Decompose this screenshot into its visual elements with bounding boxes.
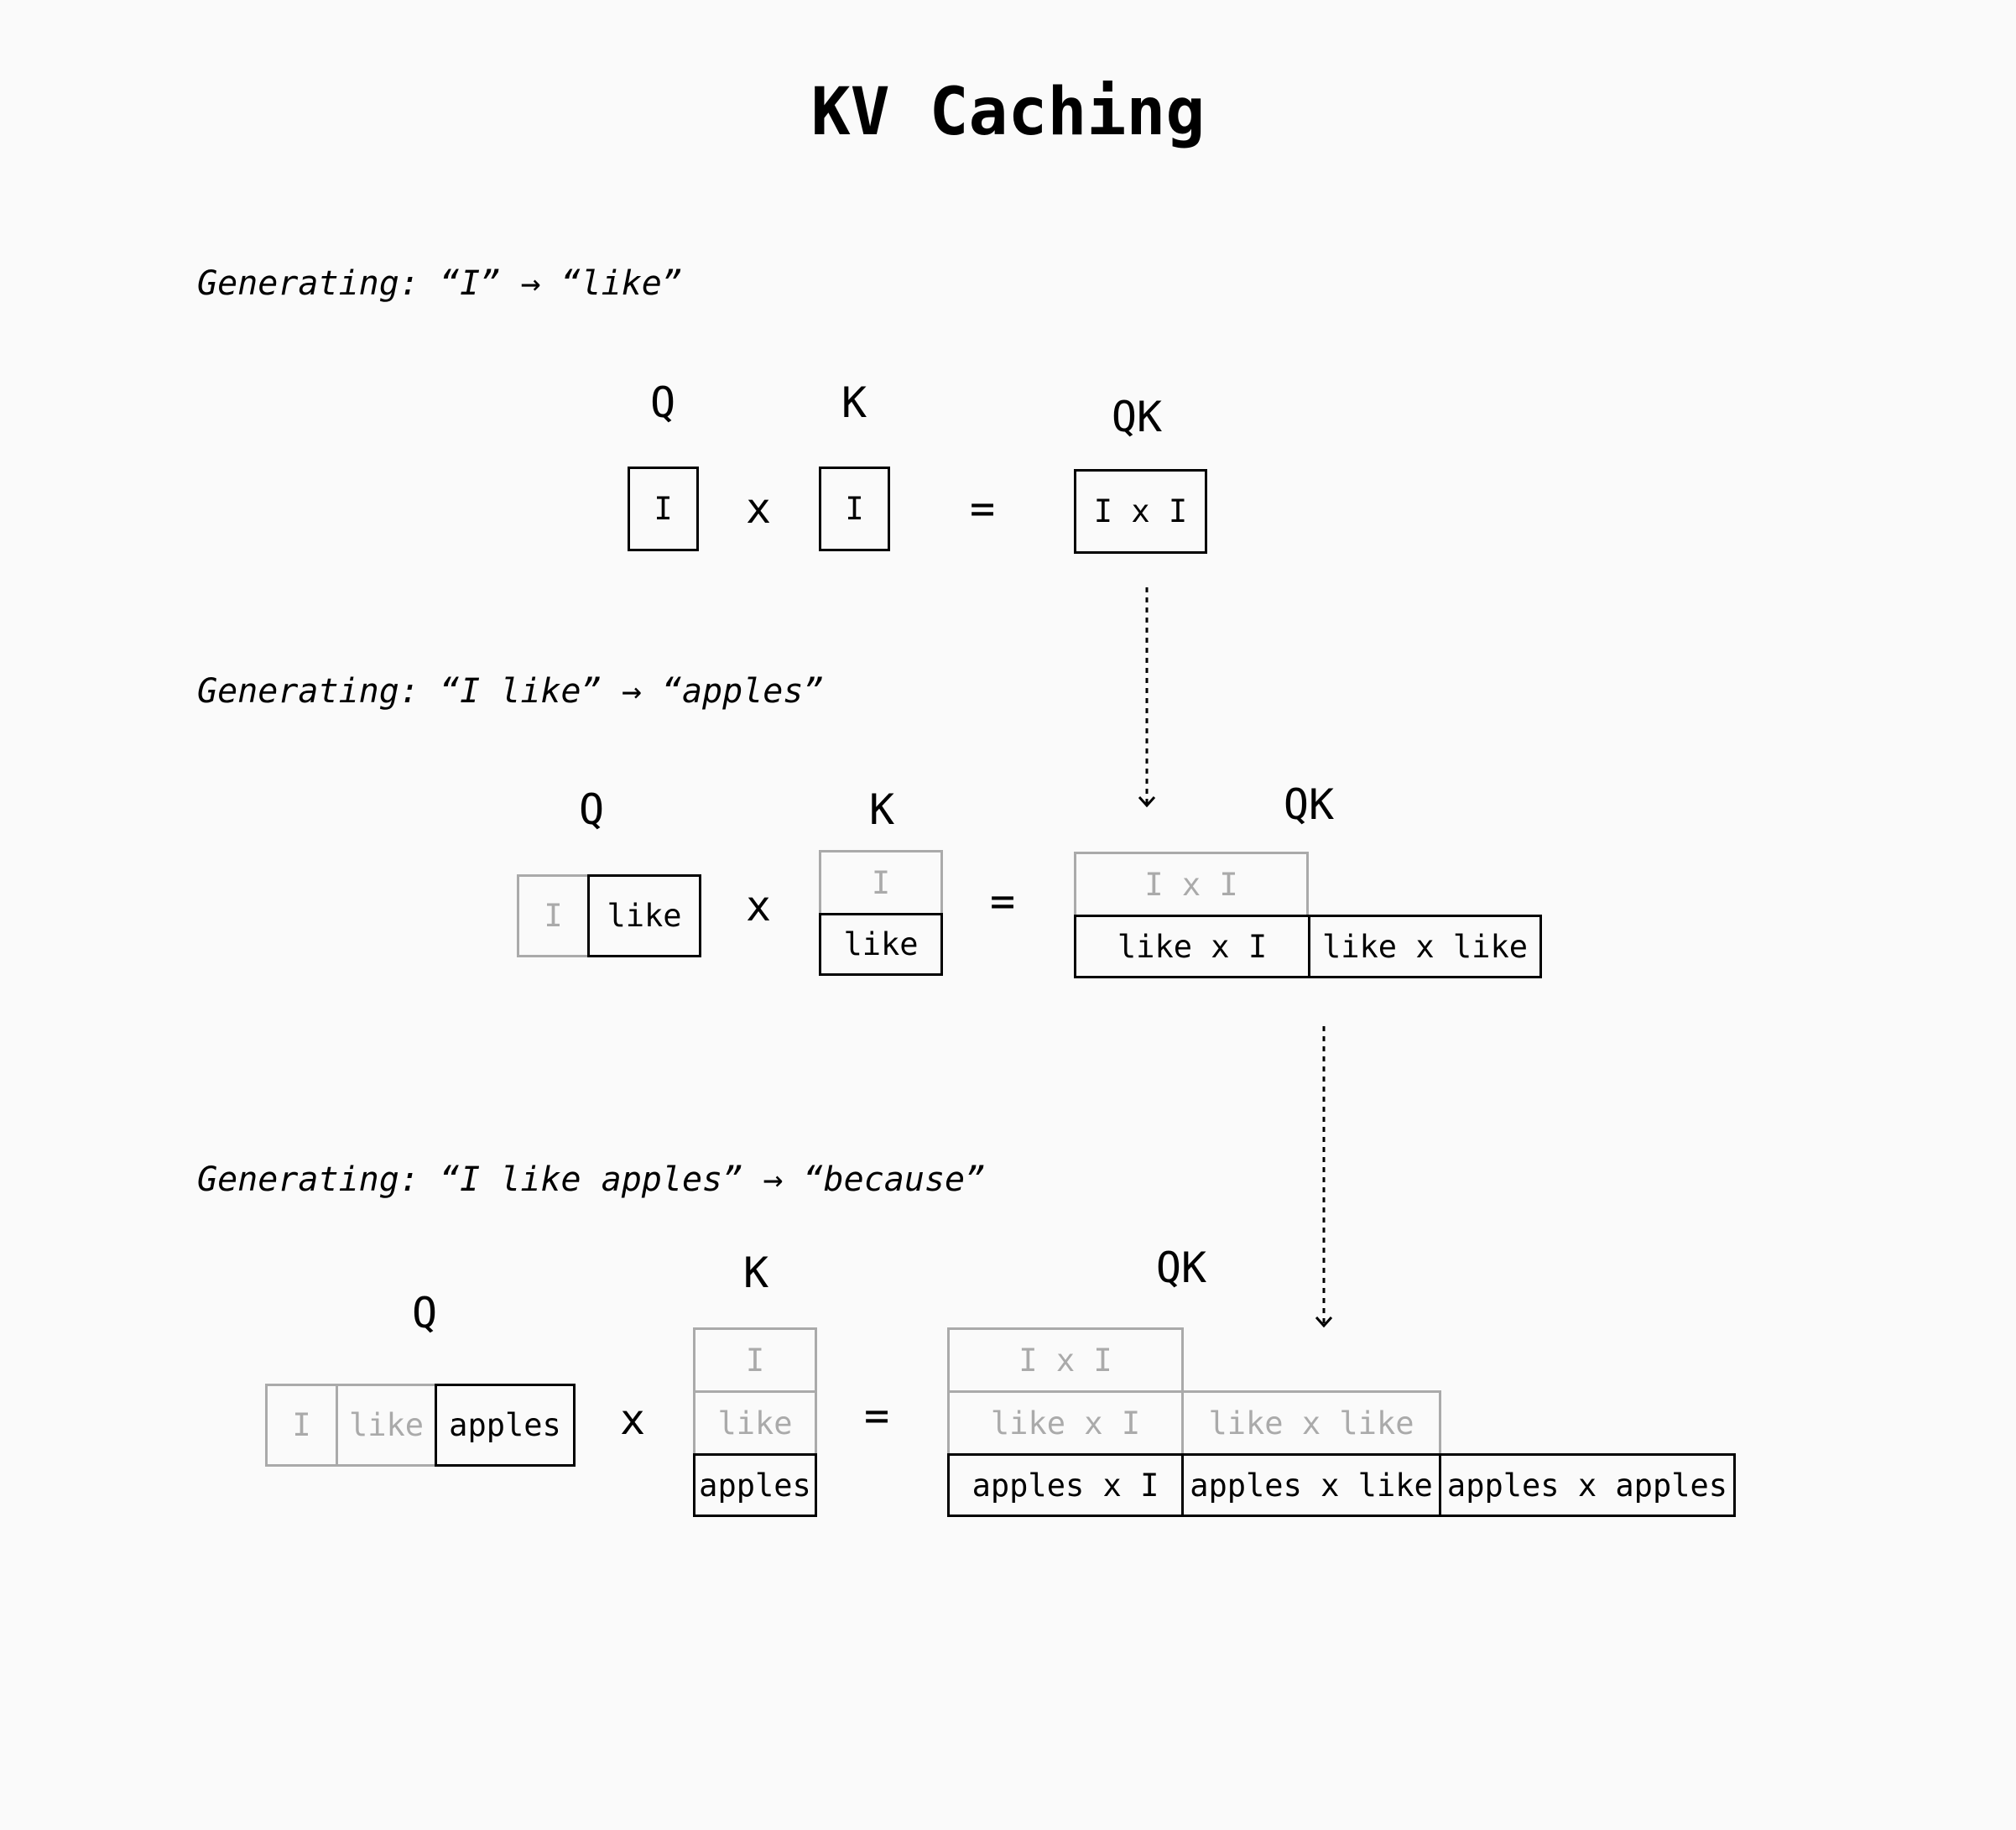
step-2-qk-label: QK (1283, 780, 1335, 829)
cache-reuse-arrow-2 (1315, 1026, 1333, 1328)
step-3-qk-label: QK (1155, 1243, 1207, 1292)
cache-reuse-arrow-1 (1138, 587, 1156, 808)
step-2-subtitle: Generating: “I like” → “apples” (197, 672, 824, 711)
step-2-qk-cell-new: like x like (1308, 915, 1542, 978)
step-3-times-sign: x (619, 1395, 646, 1444)
step-3-k-label: K (742, 1249, 769, 1297)
step-3-qk-cell-new: apples x like (1181, 1453, 1441, 1517)
page-title: KV Caching (810, 75, 1206, 150)
step-2-q-cell-new: like (587, 874, 701, 957)
step-2-times-sign: x (745, 882, 772, 931)
step-1-subtitle: Generating: “I” → “like” (197, 264, 682, 303)
step-3-k-cell-cached: like (693, 1390, 817, 1456)
step-1-qk-label: QK (1111, 393, 1163, 441)
step-3-q-cell-cached: like (336, 1384, 437, 1467)
step-1-k-cell: I (819, 467, 890, 551)
step-1-times-sign: x (745, 484, 772, 533)
step-1-q-label: Q (649, 378, 676, 427)
step-3-q-cell-new: apples (435, 1384, 576, 1467)
step-2-q-label: Q (578, 785, 605, 834)
step-3-k-cell-new: apples (693, 1453, 817, 1517)
step-2-qk-cell-new: like x I (1074, 915, 1310, 978)
step-1-k-label: K (841, 378, 867, 427)
step-2-k-cell-cached: I (819, 850, 943, 915)
step-1-q-cell: I (628, 467, 699, 551)
step-3-q-label: Q (411, 1289, 438, 1337)
step-2-q-cell-cached: I (517, 874, 590, 957)
step-3-subtitle: Generating: “I like apples” → “because” (197, 1160, 986, 1199)
step-3-qk-cell-new: apples x apples (1439, 1453, 1736, 1517)
step-2-k-cell-new: like (819, 913, 943, 976)
step-2-k-label: K (868, 785, 895, 834)
step-3-q-cell-cached: I (265, 1384, 338, 1467)
step-1-equals-sign: = (969, 484, 996, 533)
step-1-qk-cell: I x I (1074, 469, 1207, 554)
step-3-qk-cell-cached: like x I (947, 1390, 1184, 1456)
step-3-qk-cell-cached: I x I (947, 1327, 1184, 1393)
step-3-k-cell-cached: I (693, 1327, 817, 1393)
step-2-equals-sign: = (989, 877, 1016, 925)
step-3-qk-cell-new: apples x I (947, 1453, 1184, 1517)
step-2-qk-cell-cached: I x I (1074, 852, 1309, 917)
step-3-qk-cell-cached: like x like (1181, 1390, 1441, 1456)
step-3-equals-sign: = (863, 1391, 890, 1440)
